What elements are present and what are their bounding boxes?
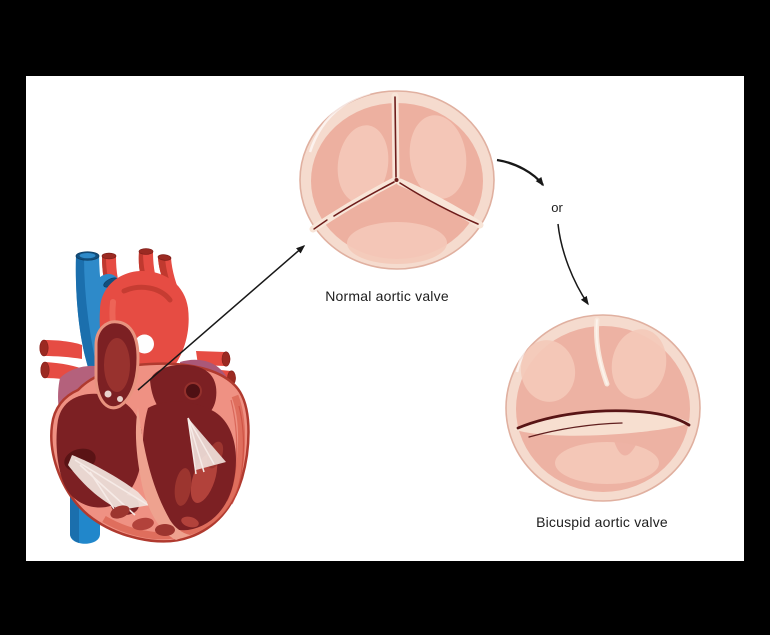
pulmonary-vein-ostium [184,382,202,400]
curved-arrow-or-to-bicuspid [557,223,589,306]
arrow-heart-to-normal-valve [137,245,306,391]
raphe [594,317,610,387]
curved-arrow-valve-to-or [496,158,544,187]
or-label: or [551,200,563,215]
commissure-lines [313,96,479,230]
heart-chambers [56,320,236,531]
chordae-tendineae [68,417,226,519]
normal-valve-label: Normal aortic valve [325,288,449,304]
fused-commissure-slit [513,409,691,438]
bicuspid-aortic-valve-illustration [505,314,701,502]
aortic-arch-window [135,334,154,354]
septum [135,408,190,540]
pulmonary-arteries-left [39,339,86,383]
trabeculae [110,505,199,536]
normal-aortic-valve-illustration [299,90,495,270]
heart-illustration [39,248,250,544]
bicuspid-valve-label: Bicuspid aortic valve [536,514,668,530]
